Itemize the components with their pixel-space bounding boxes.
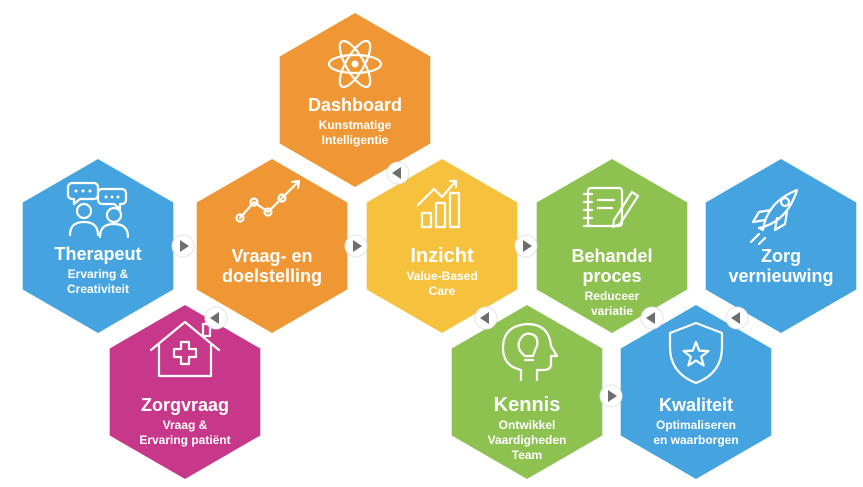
hex-kwaliteit-shape xyxy=(620,305,772,479)
notebook-pen-icon xyxy=(582,186,640,229)
hex-vraag-title: Vraag- en xyxy=(231,246,312,266)
hex-vraag-title: doelstelling xyxy=(222,266,322,286)
hex-dashboard-subtitle: Intelligentie xyxy=(322,133,389,147)
shield-star-icon xyxy=(668,321,724,385)
hex-kennis-subtitle: Team xyxy=(512,448,542,462)
hex-dashboard-subtitle: Kunstmatige xyxy=(319,118,392,132)
connector-arrow-behandel-kennis xyxy=(640,306,664,330)
hex-inzicht-subtitle: Care xyxy=(429,284,456,298)
hex-behandel-shape xyxy=(536,159,688,333)
hex-kennis-title: Kennis xyxy=(494,394,561,416)
connector-arrow-kennis-kwaliteit xyxy=(599,384,623,408)
connector-arrow-vraag-zorgvraag xyxy=(204,306,228,330)
hex-kennis-subtitle: Vaardigheden xyxy=(488,433,567,447)
hex-kennis-shape xyxy=(451,305,603,479)
hex-behandel-title: proces xyxy=(582,266,641,286)
hex-kwaliteit-subtitle: Optimaliseren xyxy=(656,418,736,432)
connector-arrow-vraag-inzicht xyxy=(344,234,368,258)
hex-zorgvraag-subtitle: Vraag & xyxy=(163,418,208,432)
bar-chart-icon xyxy=(416,179,461,229)
hex-zorgvraag-title: Zorgvraag xyxy=(141,395,229,415)
hex-kwaliteit-title: Kwaliteit xyxy=(659,395,733,415)
hex-behandel-subtitle: Reduceer xyxy=(585,289,640,303)
hex-vraag-shape xyxy=(196,159,348,333)
hex-behandel-subtitle: variatie xyxy=(591,304,633,318)
hex-inzicht-subtitle: Value-Based xyxy=(406,269,477,283)
people-chat-icon xyxy=(66,181,130,239)
hex-zorgvernieuwing-title: Zorg xyxy=(761,246,801,266)
connector-arrow-inzicht-dashboard xyxy=(386,161,410,185)
hex-kennis-subtitle: Ontwikkel xyxy=(499,418,556,432)
hex-kwaliteit-subtitle: en waarborgen xyxy=(653,433,738,447)
hex-therapeut-shape xyxy=(22,159,174,333)
hex-dashboard-title: Dashboard xyxy=(308,95,402,115)
connector-arrow-zorgvernieuwing-kwaliteit xyxy=(725,306,749,330)
hex-zorgvernieuwing-shape xyxy=(705,159,857,333)
hex-behandel-title: Behandel xyxy=(571,246,652,266)
hex-zorgvernieuwing-title: vernieuwing xyxy=(728,266,833,286)
rocket-icon xyxy=(749,188,799,246)
hex-therapeut-title: Therapeut xyxy=(54,244,141,264)
hex-therapeut-subtitle: Creativiteit xyxy=(67,282,129,296)
connector-arrow-inzicht-behandel xyxy=(514,234,538,258)
head-bulb-icon xyxy=(501,322,559,382)
hex-zorgvraag-subtitle: Ervaring patiënt xyxy=(139,433,230,447)
connector-arrow-therapeut-vraag xyxy=(171,234,195,258)
connector-arrow-kennis-inzicht xyxy=(474,306,498,330)
hex-zorgvraag-shape xyxy=(109,305,261,479)
hex-therapeut-subtitle: Ervaring & xyxy=(68,267,129,281)
hex-inzicht-title: Inzicht xyxy=(410,245,474,267)
hex-dashboard-shape xyxy=(279,13,431,187)
line-graph-icon xyxy=(235,179,301,223)
hex-inzicht-shape xyxy=(366,159,518,333)
atom-icon xyxy=(327,39,383,89)
